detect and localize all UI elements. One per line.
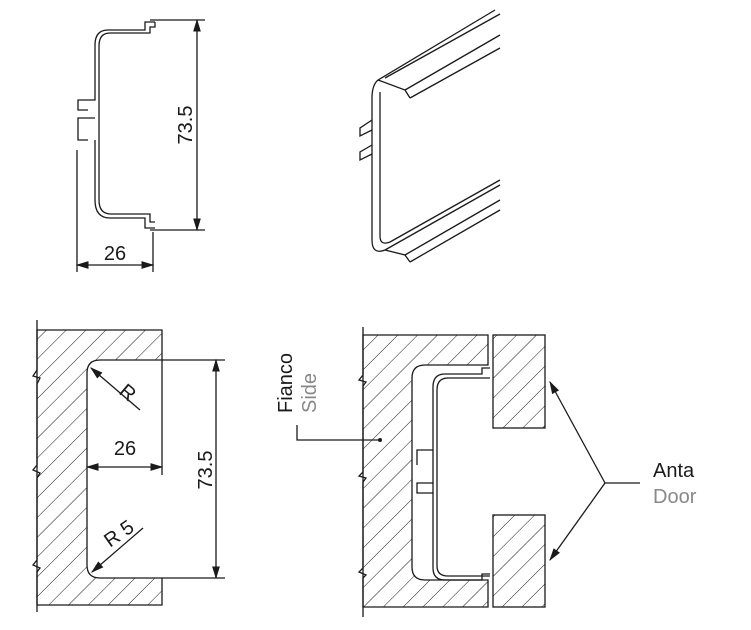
profile-section-view: 73.5 26: [75, 18, 205, 272]
door-label-it: Anta: [653, 460, 695, 482]
recess-section-view: 73.5 26 R R 5: [31, 320, 225, 612]
installed-section-view: Fianco Side Anta Door: [275, 327, 697, 617]
profile-3d-view: [359, 9, 501, 263]
height-dimension-top: 73.5: [175, 106, 197, 145]
side-label-en: Side: [299, 373, 321, 413]
door-lower: [492, 514, 546, 608]
door-label-en: Door: [653, 486, 697, 508]
width-dimension-top: 26: [104, 243, 126, 265]
height-dimension-bottom: 73.5: [195, 451, 217, 490]
door-upper: [492, 334, 546, 429]
radius-label-bottom: R 5: [100, 516, 138, 552]
width-dimension-bottom: 26: [114, 438, 136, 460]
side-label-it: Fianco: [275, 353, 297, 413]
radius-label-top: R: [115, 380, 140, 406]
